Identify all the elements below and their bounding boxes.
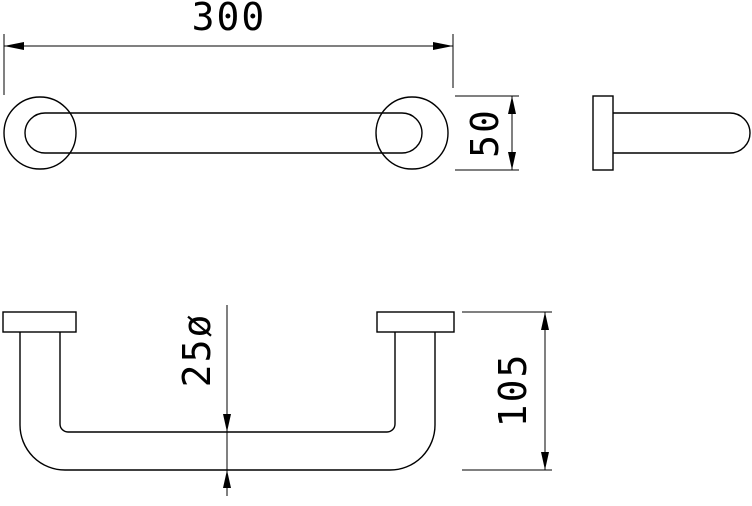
arrow-up [508,96,516,114]
arrow-diam-top [223,414,231,432]
depth-label: 105 [491,353,535,428]
height-label: 50 [463,108,507,158]
length-dimension: 300 [3,0,454,95]
length-label: 300 [192,0,267,39]
front-view [3,96,449,170]
diameter-label: 25ø [175,313,219,388]
right-flange-circle [375,96,449,170]
depth-dimension: 105 [462,311,552,471]
arrow-depth-bottom [541,452,549,470]
side-flange [592,95,614,171]
side-view [592,95,751,171]
left-flange-top [2,311,77,333]
left-flange-circle [3,96,77,170]
diameter-dimension: 25ø [175,305,231,496]
side-tube [613,112,751,154]
top-view [2,311,455,471]
arrow-down [508,152,516,170]
arrow-right [433,42,453,50]
arrow-diam-bottom [223,470,231,488]
grab-bar-tube [24,112,423,154]
height-dimension: 50 [455,95,519,171]
right-flange-top [376,311,455,333]
arrow-depth-top [541,312,549,330]
arrow-left [4,42,24,50]
